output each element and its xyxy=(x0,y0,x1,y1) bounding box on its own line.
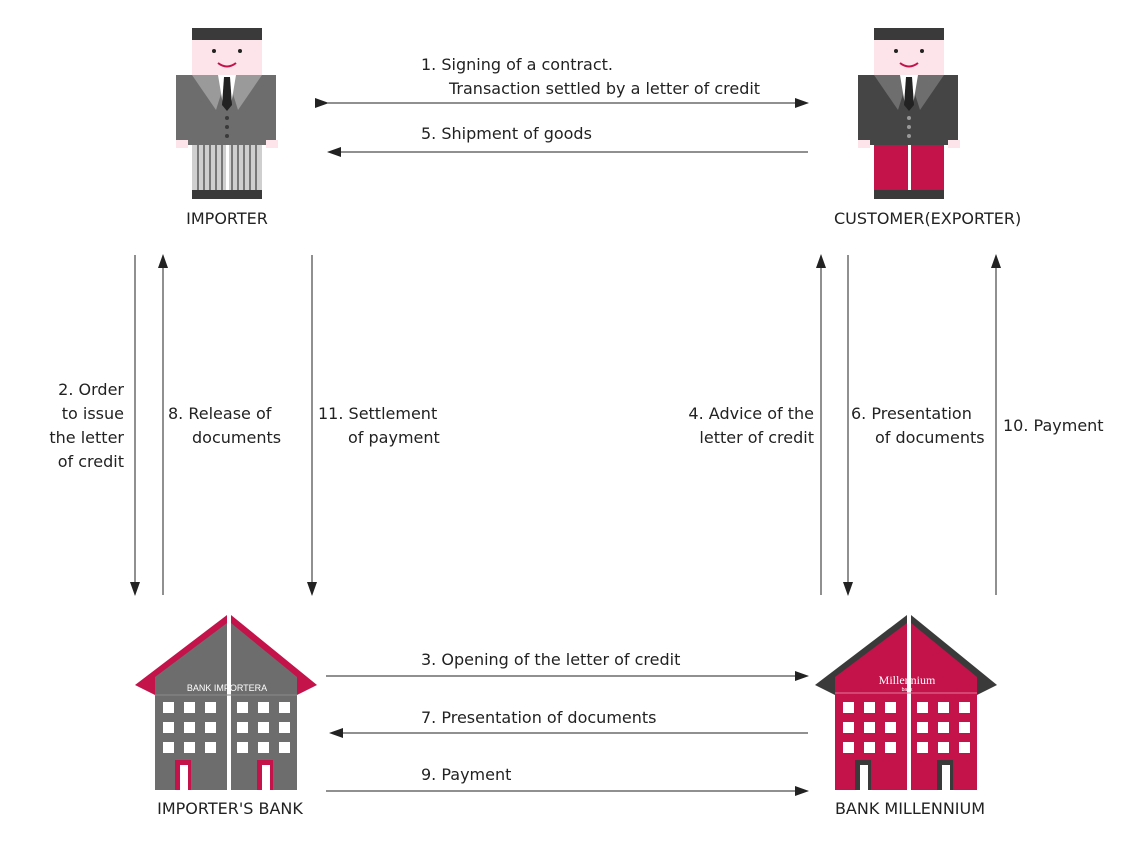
exporter-caption-line: (EXPORTER) xyxy=(924,209,1022,228)
step-11-label-line: 11. Settlement xyxy=(318,404,438,423)
step-11-label: 11. Settlement of payment xyxy=(318,402,440,450)
step-6-label: 6. Presentation of documents xyxy=(851,402,985,450)
step-8-label-line: documents xyxy=(192,428,282,447)
step-10-label-line: 10. Payment xyxy=(1003,416,1104,435)
step-1-label-line: Transaction settled by a letter of credi… xyxy=(449,79,761,98)
importer-bank-caption-line: IMPORTER'S BANK xyxy=(157,799,303,818)
step-10-label: 10. Payment xyxy=(1003,414,1104,438)
step-2-label-line: to issue xyxy=(61,404,124,423)
step-8-label: 8. Release of documents xyxy=(168,402,281,450)
importer-bank-sign: BANK IMPORTERA xyxy=(187,683,267,693)
importer-caption: IMPORTER xyxy=(160,208,294,230)
step-1-label: 1. Signing of a contract. Transaction set… xyxy=(421,53,760,101)
step-1-label-line: 1. Signing of a contract. xyxy=(421,55,614,74)
step-6-label-line: 6. Presentation xyxy=(851,404,972,423)
step-9-label: 9. Payment xyxy=(421,763,511,787)
step-5-label: 5. Shipment of goods xyxy=(421,122,592,146)
importer-bank-building-icon: BANK IMPORTERA xyxy=(135,615,317,790)
step-4-label-line: 4. Advice of the xyxy=(688,404,814,423)
step-3-label: 3. Opening of the letter of credit xyxy=(421,648,680,672)
step-6-label-line: of documents xyxy=(875,428,985,447)
exporter-caption-line: CUSTOMER xyxy=(834,209,925,228)
millennium-sign: Millennium xyxy=(879,673,936,687)
importer-caption-line: IMPORTER xyxy=(186,209,268,228)
bank-millennium-caption-line: BANK MILLENNIUM xyxy=(834,799,986,818)
step-5-label-line: 5. Shipment of goods xyxy=(421,124,592,143)
exporter-caption: CUSTOMER(EXPORTER) xyxy=(834,208,1021,230)
exporter-bank-building-icon: Millennium bank xyxy=(815,615,997,790)
importer-figure-icon xyxy=(176,28,278,199)
step-4-label: 4. Advice of the letter of credit xyxy=(600,402,814,450)
step-3-label-line: 3. Opening of the letter of credit xyxy=(421,650,681,669)
step-7-label-line: 7. Presentation of documents xyxy=(421,708,657,727)
step-2-label-line: of credit xyxy=(57,452,124,471)
step-11-label-line: of payment xyxy=(348,428,440,447)
exporter-figure-icon xyxy=(858,28,960,199)
step-7-label: 7. Presentation of documents xyxy=(421,706,657,730)
step-8-label-line: 8. Release of xyxy=(168,404,272,423)
millennium-sign-sub: bank xyxy=(902,687,913,693)
step-4-label-line: letter of credit xyxy=(699,428,814,447)
step-9-label-line: 9. Payment xyxy=(421,765,512,784)
bank-millennium-caption: BANK MILLENNIUM xyxy=(810,798,1010,820)
step-2-label-line: the letter xyxy=(49,428,124,447)
step-2-label: 2. Order to issue the letter of credit xyxy=(20,378,124,474)
step-2-label-line: 2. Order xyxy=(58,380,124,399)
importer-bank-caption: IMPORTER'S BANK xyxy=(140,798,320,820)
